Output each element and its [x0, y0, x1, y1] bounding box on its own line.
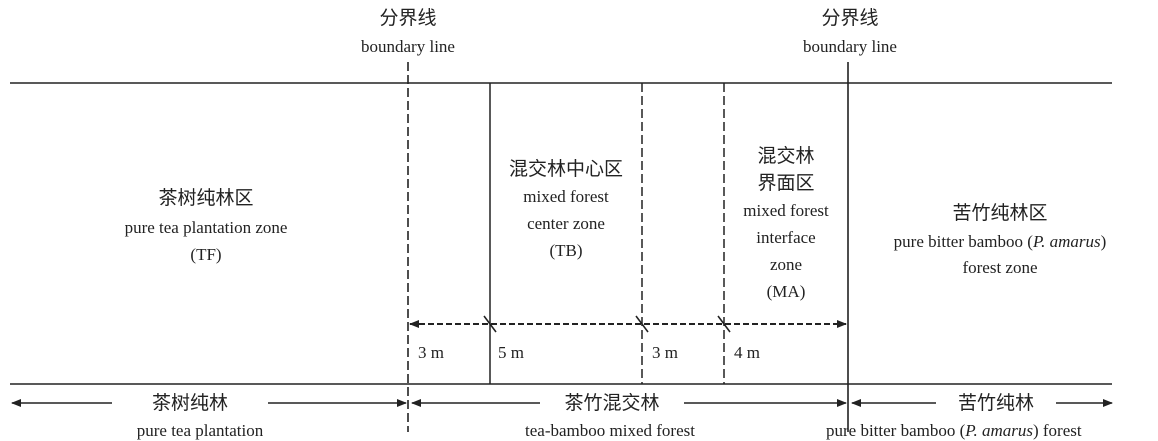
distance-label-2: 5 m [498, 343, 524, 362]
tb-zone-label-zh: 混交林中心区 [509, 158, 623, 180]
tf-zone-label-en: pure tea plantation zone [125, 218, 288, 237]
ma-zone-label-zh-2: 界面区 [757, 173, 814, 194]
pa-zone-label-en-pre: pure bitter bamboo ( [894, 232, 1034, 251]
ma-zone-label-en-3: zone [770, 255, 802, 274]
tea-plantation-label-zh: 茶树纯林 [152, 392, 228, 414]
bamboo-forest-label-en-pre: pure bitter bamboo ( [826, 421, 966, 440]
distance-tick-3 [717, 315, 731, 333]
bamboo-forest-label-en-post: ) forest [1033, 421, 1082, 440]
bamboo-forest-label-en: pure bitter bamboo (P. amarus) forest [826, 421, 1082, 440]
right-boundary-label-en: boundary line [803, 37, 897, 56]
ma-zone-code: (MA) [767, 282, 806, 301]
distance-tick-1 [483, 315, 497, 333]
distance-tick-2 [635, 315, 649, 333]
pa-zone-label-zh: 苦竹纯林区 [952, 202, 1047, 224]
left-boundary-label-zh: 分界线 [379, 7, 436, 29]
distance-label-1: 3 m [418, 343, 444, 362]
bamboo-forest-label-zh: 苦竹纯林 [958, 392, 1034, 414]
left-boundary-label-en: boundary line [361, 37, 455, 56]
pa-zone-label-en-2: forest zone [962, 258, 1037, 277]
ma-zone-label-en-1: mixed forest [743, 201, 829, 220]
tf-zone-code: (TF) [190, 245, 221, 264]
right-boundary-label-zh: 分界线 [821, 7, 878, 29]
distance-label-3: 3 m [652, 343, 678, 362]
mixed-forest-label-zh: 茶竹混交林 [564, 392, 659, 414]
tb-zone-label-en-2: center zone [527, 214, 605, 233]
pa-zone-label-en-sci: P. amarus [1032, 232, 1101, 251]
tb-zone-code: (TB) [549, 241, 582, 260]
mixed-forest-label-en: tea-bamboo mixed forest [525, 421, 695, 440]
tea-plantation-label-en: pure tea plantation [137, 421, 264, 440]
bamboo-forest-label-en-sci: P. amarus [964, 421, 1033, 440]
ma-zone-label-en-2: interface [756, 228, 815, 247]
pa-zone-label-en-post: ) [1101, 232, 1107, 251]
ma-zone-label-zh-1: 混交林 [757, 145, 814, 167]
tf-zone-label-zh: 茶树纯林区 [158, 187, 253, 209]
distance-label-4: 4 m [734, 343, 760, 362]
tb-zone-label-en-1: mixed forest [523, 187, 609, 206]
pa-zone-label-en: pure bitter bamboo (P. amarus) [894, 232, 1107, 251]
